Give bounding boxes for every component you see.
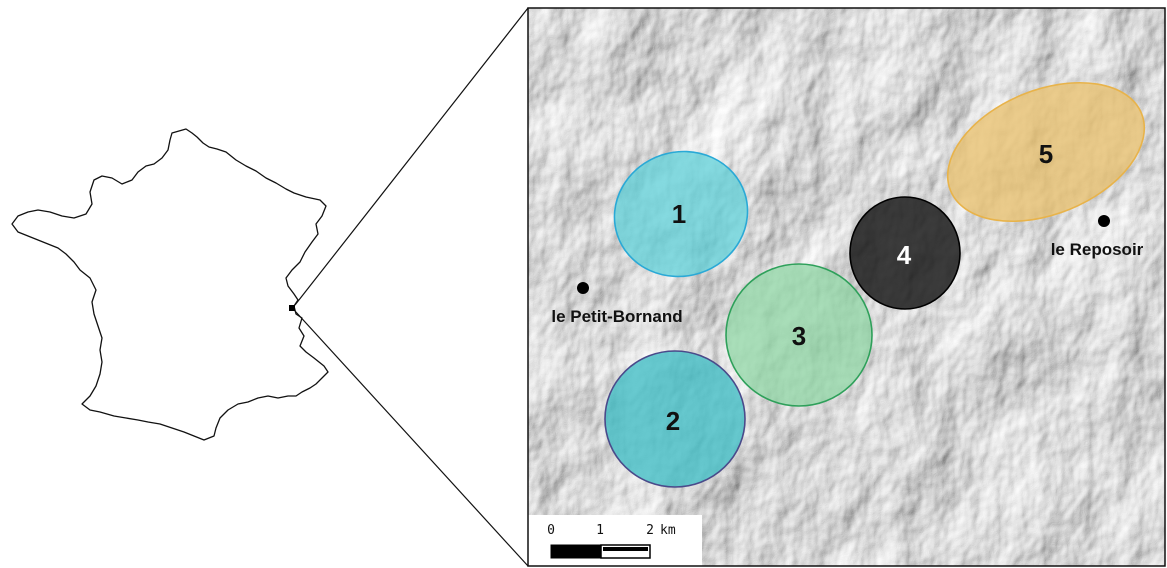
zone-2 (604, 350, 746, 488)
scale-bar-inner-fill (603, 547, 648, 551)
scale-label-0: 0 (547, 523, 555, 538)
zone-1 (613, 150, 749, 278)
connector-line-top (294, 7, 529, 306)
scale-unit: km (660, 523, 676, 538)
town-label-petit-bornand: le Petit-Bornand (551, 307, 682, 326)
zone-label-3: 3 (792, 321, 806, 351)
zone-label-4: 4 (897, 240, 912, 270)
scale-bar-white-segment (600, 544, 651, 559)
zones (604, 81, 1146, 488)
zone-5 (946, 81, 1146, 223)
france-overview-map (11, 128, 329, 441)
zone-label-5: 5 (1039, 139, 1053, 169)
town-marker-reposoir (1098, 215, 1110, 227)
connector-line-bottom (294, 310, 529, 567)
scale-label-2: 2 (646, 523, 654, 538)
zone-3 (725, 263, 873, 407)
zone-label-1: 1 (672, 199, 686, 229)
zone-4 (849, 196, 961, 310)
inset-map-frame (527, 7, 1166, 567)
town-marker-petit-bornand (577, 282, 589, 294)
inset-map: 1 2 3 4 5 le Petit-Bornand le Reposoir 0… (528, 8, 1165, 566)
zone-label-2: 2 (666, 406, 680, 436)
town-label-reposoir: le Reposoir (1051, 240, 1144, 259)
study-area-marker (289, 305, 295, 311)
scale-label-1: 1 (596, 523, 604, 538)
scale-bar: 0 1 2 km (528, 515, 702, 566)
france-outline (11, 128, 329, 441)
scale-bar-black-segment (550, 544, 602, 559)
